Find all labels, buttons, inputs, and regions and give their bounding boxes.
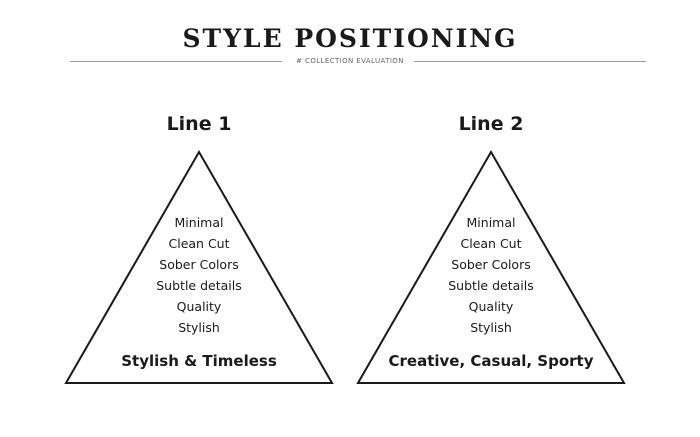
line1-title: Line 1 xyxy=(166,113,232,135)
page-title: STYLE POSITIONING xyxy=(182,24,518,53)
page-subtitle: # COLLECTION EVALUATION xyxy=(296,57,404,65)
attribute-item: Clean Cut xyxy=(168,236,230,251)
attribute-item: Minimal xyxy=(466,215,516,230)
line2-tagline: Creative, Casual, Sporty xyxy=(388,352,594,370)
attribute-item: Quality xyxy=(176,299,222,314)
attribute-item: Stylish xyxy=(178,320,220,335)
line1-tagline: Stylish & Timeless xyxy=(121,352,277,370)
attribute-item: Quality xyxy=(468,299,514,314)
line2-attribute-list: Minimal Clean Cut Sober Colors Subtle de… xyxy=(421,212,561,338)
attribute-item: Subtle details xyxy=(156,278,242,293)
attribute-item: Sober Colors xyxy=(159,257,239,272)
line2-triangle xyxy=(356,149,626,384)
attribute-item: Sober Colors xyxy=(451,257,531,272)
attribute-item: Clean Cut xyxy=(460,236,522,251)
title-rule-right xyxy=(414,61,646,62)
line2-title: Line 2 xyxy=(458,113,524,135)
attribute-item: Minimal xyxy=(174,215,224,230)
attribute-item: Subtle details xyxy=(448,278,534,293)
attribute-item: Stylish xyxy=(470,320,512,335)
title-rule-left xyxy=(70,61,282,62)
line1-attribute-list: Minimal Clean Cut Sober Colors Subtle de… xyxy=(129,212,269,338)
line1-triangle xyxy=(64,149,334,384)
